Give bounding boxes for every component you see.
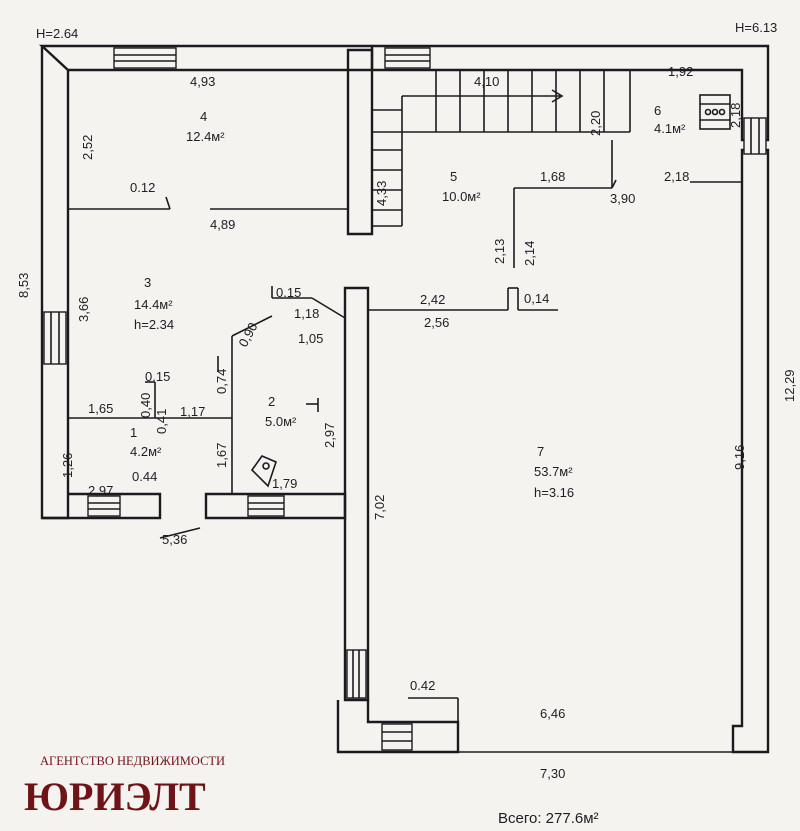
dim-4-89: 4,89: [210, 217, 235, 232]
dim-1-65: 1,65: [88, 401, 113, 416]
dim-1-68: 1,68: [540, 169, 565, 184]
room-5-number: 5: [450, 169, 457, 184]
dim-12-29: 12,29: [782, 369, 797, 402]
room-3-height: h=2.34: [134, 317, 174, 332]
dim-2-97-horizontal: 2,97: [88, 483, 113, 498]
dim-6-46: 6,46: [540, 706, 565, 721]
partitions: [68, 140, 742, 753]
room-7-area: 53.7м²: [534, 464, 573, 479]
room-1-area: 4.2м²: [130, 444, 162, 459]
dim-2-42: 2,42: [420, 292, 445, 307]
room-7-number: 7: [537, 444, 544, 459]
room-2-number: 2: [268, 394, 275, 409]
dim-1-17: 1,17: [180, 404, 205, 419]
fixtures: [250, 94, 731, 488]
room-6-area: 4.1м²: [654, 121, 686, 136]
room-6-number: 6: [654, 103, 661, 118]
dim-0-40: 0,40: [138, 393, 153, 418]
dim-2-20: 2,20: [588, 111, 603, 136]
dim-0-42: 0.42: [410, 678, 435, 693]
dim-5-36: 5,36: [162, 532, 187, 547]
dim-2-14: 2,14: [522, 241, 537, 266]
room-3-number: 3: [144, 275, 151, 290]
dim-0-74: 0,74: [214, 369, 229, 394]
dim-9-16: 9,16: [732, 445, 747, 470]
dim-0-12: 0.12: [130, 180, 155, 195]
dim-2-56: 2,56: [424, 315, 449, 330]
stove-icon: [699, 94, 731, 130]
dim-1-92: 1,92: [668, 64, 693, 79]
dim-0-15-top: 0.15: [276, 285, 301, 300]
room-3-area: 14.4м²: [134, 297, 173, 312]
height-right: H=6.13: [735, 20, 777, 35]
room-5-area: 10.0м²: [442, 189, 481, 204]
dim-2-13: 2,13: [492, 239, 507, 264]
dim-1-26: 1,26: [60, 453, 75, 478]
dim-2-18-vertical: 2,18: [728, 103, 743, 128]
dim-0-14: 0,14: [524, 291, 549, 306]
labels: H=2.64 H=6.13 4 12.4м² 5 10.0м² 6 4.1м² …: [16, 20, 797, 827]
walls: [38, 44, 770, 754]
dim-7-02: 7,02: [372, 495, 387, 520]
height-left: H=2.64: [36, 26, 78, 41]
dim-1-67: 1,67: [214, 443, 229, 468]
agency-logo: АГЕНТСТВО НЕДВИЖИМОСТИ ЮРИЭЛТ: [24, 754, 225, 819]
staircase: [372, 70, 631, 227]
dim-0-15-mid: 0.15: [145, 369, 170, 384]
dim-2-52: 2,52: [80, 135, 95, 160]
dim-1-05: 1,05: [298, 331, 323, 346]
room-4-number: 4: [200, 109, 207, 124]
room-1-number: 1: [130, 425, 137, 440]
dim-4-10: 4,10: [474, 74, 499, 89]
agency-subtitle: АГЕНТСТВО НЕДВИЖИМОСТИ: [40, 754, 225, 768]
toilet-icon: [250, 455, 277, 488]
room-2-area: 5.0м²: [265, 414, 297, 429]
dim-0-41: 0,41: [154, 409, 169, 434]
dim-7-30: 7,30: [540, 766, 565, 781]
dim-2-97-vertical: 2,97: [322, 423, 337, 448]
dim-2-18-horizontal: 2,18: [664, 169, 689, 184]
dim-1-79: 1,79: [272, 476, 297, 491]
dim-0-44: 0.44: [132, 469, 157, 484]
total-area: Всего: 277.6м²: [498, 810, 599, 827]
dim-4-93: 4,93: [190, 74, 215, 89]
dim-4-33: 4,33: [374, 181, 389, 206]
room-4-area: 12.4м²: [186, 129, 225, 144]
agency-name: ЮРИЭЛТ: [24, 774, 206, 819]
room-7-height: h=3.16: [534, 485, 574, 500]
dim-8-53: 8,53: [16, 273, 31, 298]
windows: [43, 47, 767, 751]
dim-3-90: 3,90: [610, 191, 635, 206]
dim-1-18: 1,18: [294, 306, 319, 321]
dim-3-66: 3,66: [76, 297, 91, 322]
